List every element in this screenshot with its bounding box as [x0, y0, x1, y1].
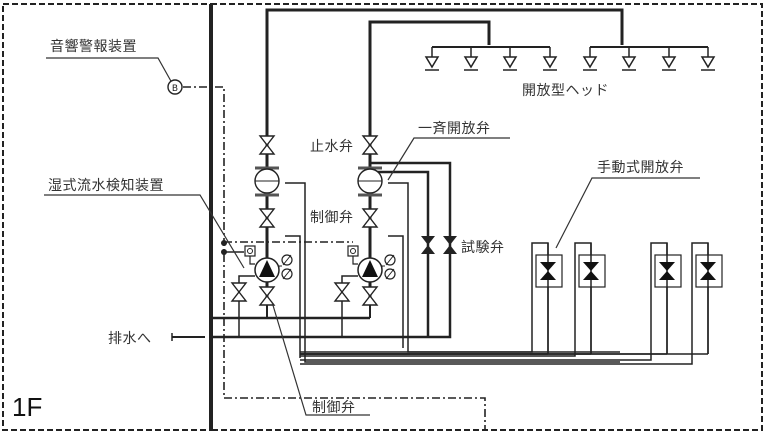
stop-valve-icon [361, 135, 379, 155]
room-boundary-left [2, 3, 212, 431]
drain-valve-icon [230, 282, 248, 302]
drain-valve-icon [333, 282, 351, 302]
label-to-drain: 排水へ [108, 331, 152, 347]
open-head-icon [621, 47, 637, 71]
label-open-head: 開放型ヘッド [522, 83, 609, 99]
label-wet-flow-detector: 湿式流水検知装置 [48, 178, 164, 194]
open-head-icon [424, 47, 440, 71]
room-boundary-right [210, 3, 763, 431]
control-valve-leader [271, 301, 370, 416]
open-heads [424, 47, 716, 71]
test-valve-icon [421, 236, 457, 254]
manual-release-valve-icon [300, 242, 723, 365]
label-deluge-valve: 一斉開放弁 [418, 121, 491, 137]
manual-release-valves [300, 242, 723, 365]
manual-valve-leader [555, 177, 700, 249]
stop-valve-icon [258, 135, 276, 155]
open-head-icon [502, 47, 518, 71]
riser-1 [265, 8, 624, 300]
control-valve-icon [361, 286, 379, 306]
riser-valves [230, 135, 396, 337]
open-head-icon [463, 47, 479, 71]
floor-label: 1F [12, 392, 43, 422]
open-head-icon [542, 47, 558, 71]
deluge-valve-icon [254, 166, 280, 197]
control-valve-icon [258, 208, 276, 228]
alarm-signal-line [183, 86, 486, 430]
wet-flow-detector-icon [238, 245, 293, 337]
open-head-icon [661, 47, 677, 71]
control-valve-icon [361, 208, 379, 228]
deluge-valve-icon [357, 166, 383, 197]
label-alarm-device: 音響警報装置 [50, 39, 137, 55]
label-control-valve-upper: 制御弁 [310, 210, 354, 226]
control-valve-icon [258, 286, 276, 306]
alarm-bell-icon [167, 79, 183, 95]
alarm-leader [46, 57, 173, 84]
manual-release-valve-icon [300, 242, 682, 361]
alarm-symbol: B [172, 84, 178, 94]
open-head-icon [582, 47, 598, 71]
signal-node-icon [221, 240, 227, 246]
deluge-valve-leader [387, 137, 510, 181]
label-manual-release-valve: 手動式開放弁 [597, 160, 684, 176]
label-control-valve-lower: 制御弁 [312, 400, 356, 416]
label-stop-valve: 止水弁 [310, 139, 354, 155]
label-test-valve: 試験弁 [461, 240, 505, 256]
wet-detector-leader [44, 194, 245, 269]
open-head-icon [700, 47, 716, 71]
riser-2 [368, 20, 491, 300]
